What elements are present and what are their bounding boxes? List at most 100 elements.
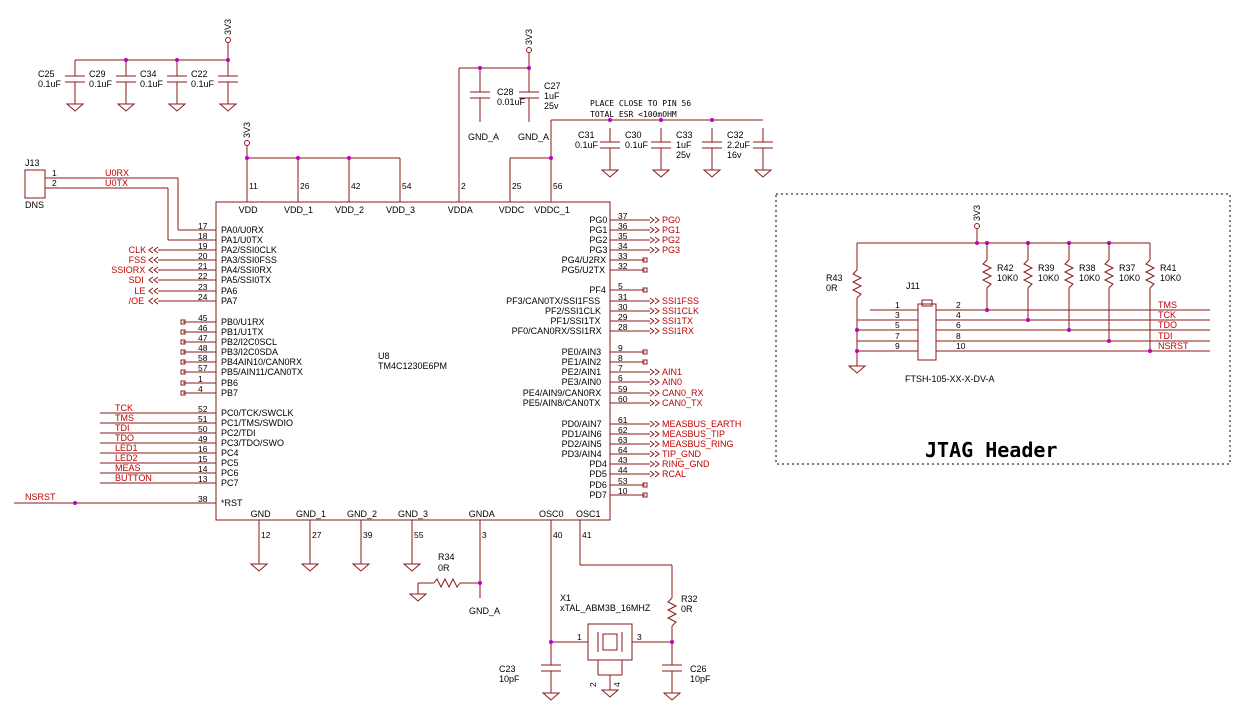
no-connect [642, 287, 648, 293]
c23-ref: C23 [499, 664, 516, 674]
cap-ref: C22 [191, 69, 208, 79]
ground-symbol [402, 563, 422, 572]
pin-name: PE5/AIN8/CAN0TX [523, 398, 601, 408]
pin-number: 34 [618, 241, 628, 251]
ground-symbol [600, 169, 620, 178]
j11-pin-left: 3 [895, 310, 900, 320]
pin-number: 41 [582, 530, 592, 540]
pin-number: 11 [249, 181, 258, 191]
pullup-resistor [981, 259, 993, 289]
pin-number: 57 [198, 363, 208, 373]
pin-number: 48 [198, 343, 208, 353]
r32-val: 0R [681, 604, 693, 614]
ground-symbol [249, 563, 269, 572]
cap-val: 0.1uF [191, 79, 215, 89]
pin-name: VDD_3 [386, 205, 415, 215]
pin-name: GND_3 [398, 509, 428, 519]
pin-number: 63 [618, 435, 628, 445]
j11-body [917, 303, 937, 361]
j11-pin-right: 10 [956, 341, 966, 351]
pin-name: PD4 [589, 459, 607, 469]
pin-name: VDD_2 [335, 205, 364, 215]
no-connect [642, 257, 648, 263]
no-connect [180, 329, 186, 335]
pin-number: 12 [261, 530, 271, 540]
wiring: R4210K0R3910K0R3810K0R3710K0R4110K012TMS… [14, 37, 1231, 701]
pin-name: PC7 [221, 478, 239, 488]
pin-number: 21 [198, 261, 208, 271]
net-u0tx: U0TX [105, 178, 128, 188]
pin-number: 47 [198, 333, 208, 343]
pin-number: 15 [198, 454, 208, 464]
cap-val: 0.01uF [497, 97, 526, 107]
pin-number: 45 [198, 313, 208, 323]
cap-ref: C28 [497, 87, 514, 97]
pullup-ref: R38 [1079, 263, 1096, 273]
pin-name: VDDC [499, 205, 525, 215]
pin-name: PB0/U1RX [221, 317, 265, 327]
labels: 3V3 3V3 3V3 3V3 GND_A GND_A GND_A C25 0.… [25, 19, 1057, 687]
no-connect [180, 359, 186, 365]
pin-number: 1 [198, 374, 203, 384]
pin-number: 53 [618, 476, 628, 486]
net-label: AIN1 [662, 367, 682, 377]
pin-name: PB3/I2C0SDA [221, 347, 278, 357]
jtag-signal: TDI [1158, 331, 1173, 341]
j11-part: FTSH-105-XX-X-DV-A [905, 374, 995, 384]
pullup-resistor [1063, 259, 1075, 289]
pin-name: *RST [221, 498, 243, 508]
pin-number: 29 [618, 312, 628, 322]
pin-name: OSC1 [576, 509, 601, 519]
j11-pin-left: 1 [895, 300, 900, 310]
pin-name: GND_2 [347, 509, 377, 519]
cap-voltage: 25v [544, 101, 559, 111]
pin-name: PG4/U2RX [562, 255, 607, 265]
pin-number: 26 [300, 181, 310, 191]
x1-pin-3: 3 [637, 632, 642, 642]
pin-number: 35 [618, 231, 628, 241]
net-label: RING_GND [662, 459, 710, 469]
cap-ref: C33 [676, 130, 693, 140]
pin-name: PG5/U2TX [562, 265, 606, 275]
pin-number: 61 [618, 415, 628, 425]
pullup-val: 10K0 [997, 273, 1018, 283]
power-port-3v3-vdd [244, 140, 250, 146]
jtag-title: JTAG Header [925, 438, 1057, 462]
jtag-signal: NSRST [1158, 341, 1189, 351]
pin-name: PA0/U0RX [221, 225, 264, 235]
pin-name: PB2/I2C0SCL [221, 337, 277, 347]
pin-name: VDD_1 [284, 205, 313, 215]
pin-number: 20 [198, 251, 208, 261]
pin-number: 24 [198, 292, 208, 302]
pin-number: 28 [618, 322, 628, 332]
cap-val: 1uF [544, 91, 560, 101]
pin-number: 6 [618, 373, 623, 383]
pin-number: 55 [414, 530, 424, 540]
pin-name: PB1/U1TX [221, 327, 264, 337]
pullup-resistor [1103, 259, 1115, 289]
pin-number: 8 [618, 353, 623, 363]
net-label: MEASBUS_EARTH [662, 419, 741, 429]
no-connect [642, 267, 648, 273]
pullup-val: 10K0 [1079, 273, 1100, 283]
ground-symbol [116, 103, 136, 112]
net-label: TMS [115, 413, 134, 423]
net-label: MEASBUS_RING [662, 439, 734, 449]
pin-number: 42 [351, 181, 361, 191]
pin-name: PE1/AIN2 [562, 357, 602, 367]
net-label: PG2 [662, 235, 680, 245]
pin-number: 40 [553, 530, 563, 540]
net-label: TCK [115, 403, 133, 413]
pullup-ref: R39 [1038, 263, 1055, 273]
pin-number: 16 [198, 444, 208, 454]
pin-name: OSC0 [539, 509, 564, 519]
pin-name: PG0 [589, 215, 607, 225]
r43-val: 0R [826, 283, 838, 293]
c23-val: 10pF [499, 674, 520, 684]
pin-name: PC4 [221, 448, 239, 458]
pin-name: PD1/AIN6 [562, 429, 602, 439]
no-connect [180, 349, 186, 355]
r34-ref: R34 [438, 552, 455, 562]
mcu-ref: U8 [378, 351, 390, 361]
